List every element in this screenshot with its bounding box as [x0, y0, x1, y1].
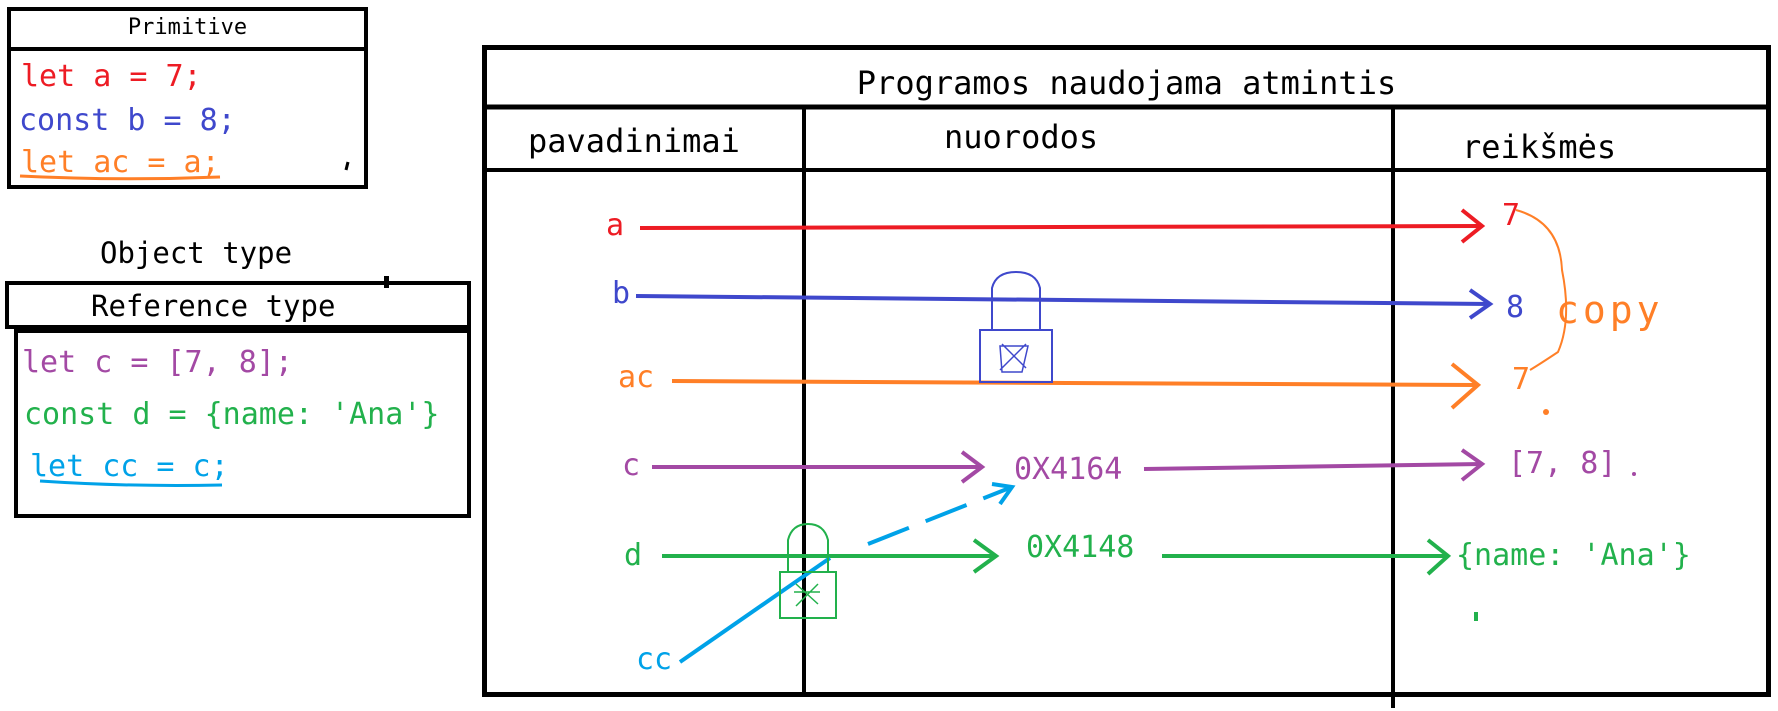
memory-title: Programos naudojama atmintis: [856, 64, 1397, 102]
primitive-title: Primitive: [127, 15, 248, 40]
code-line-let-a: let a = 7;: [21, 59, 202, 94]
underline-let-cc: [39, 479, 223, 487]
code-line-const-d: const d = {name: 'Ana'}: [24, 397, 440, 432]
name-c: c: [622, 448, 641, 483]
lock-icon: [779, 522, 837, 619]
arrow-a: [639, 208, 1486, 244]
value-ac: 7: [1512, 362, 1531, 397]
ref-0x4164: 0X4164: [1014, 452, 1123, 487]
arrow-cc-to-ref: [678, 482, 1016, 664]
header-values: reikšmės: [1462, 128, 1617, 166]
code-line-const-b: const b = 8;: [19, 103, 236, 138]
arrow-ref-to-object: [1162, 538, 1452, 576]
arrow-ref-to-array: [1143, 448, 1486, 482]
copy-bracket: [1515, 209, 1568, 371]
reference-code-box: let c = [7, 8]; const d = {name: 'Ana'} …: [14, 329, 471, 518]
tick-mark-2: [384, 276, 389, 288]
value-d: {name: 'Ana'}: [1456, 538, 1691, 573]
value-b: 8: [1506, 290, 1525, 325]
copy-annotation: copy: [1556, 288, 1664, 332]
name-ac: ac: [618, 360, 655, 395]
primitive-divider: [11, 47, 364, 51]
lock-icon: [979, 270, 1053, 383]
arrow-b: [635, 288, 1494, 320]
code-line-let-cc: let cc = c;: [30, 449, 229, 484]
arrow-ac: [671, 362, 1482, 410]
tick-mark-1: [344, 161, 350, 171]
object-type-caption: Object type: [100, 236, 293, 270]
name-b: b: [612, 276, 631, 311]
name-d: d: [624, 538, 643, 573]
dot-2: [1632, 472, 1636, 476]
primitive-box: Primitive let a = 7; const b = 8; let ac…: [7, 7, 368, 189]
name-cc: cc: [636, 642, 673, 677]
underline-let-ac: [19, 174, 221, 181]
header-refs: nuorodos: [944, 118, 1099, 156]
name-a: a: [606, 208, 625, 243]
arrow-c-to-ref: [652, 450, 986, 484]
value-a: 7: [1502, 198, 1521, 233]
memory-table: Programos naudojama atmintis: [482, 45, 1771, 697]
code-line-let-c: let c = [7, 8];: [22, 345, 293, 380]
value-c: [7, 8]: [1508, 446, 1617, 481]
dot-1: [1543, 409, 1549, 415]
code-line-let-ac: let ac = a;: [21, 145, 220, 180]
header-names: pavadinimai: [528, 122, 740, 160]
reference-type-header: Reference type: [5, 281, 471, 329]
reference-type-title: Reference type: [91, 289, 336, 323]
dot-3: [1474, 612, 1478, 621]
ref-0x4148: 0X4148: [1026, 530, 1135, 565]
